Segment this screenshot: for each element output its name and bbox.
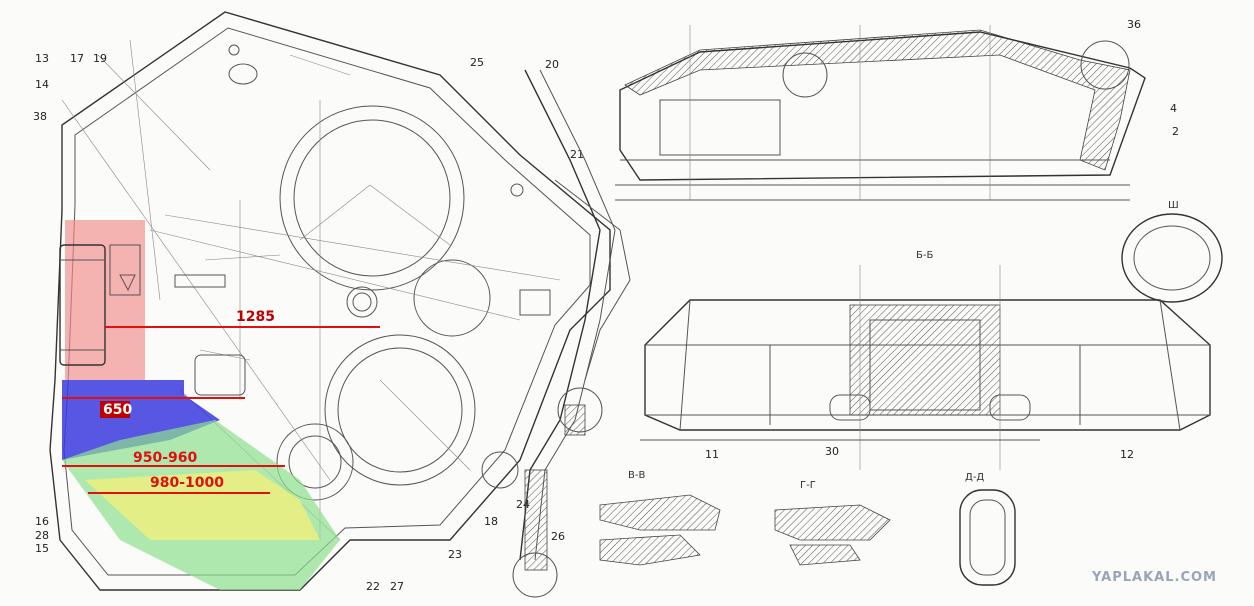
commander-hatch-inner — [293, 119, 451, 277]
top-detail-circle — [782, 52, 828, 98]
callout-13: 13 — [35, 52, 49, 65]
section-details: В-В Г-Г Д-Д — [599, 470, 1016, 586]
callout-18: 18 — [484, 515, 498, 528]
callout-38: 38 — [33, 110, 47, 123]
callout-26: 26 — [551, 530, 565, 543]
sight-inner — [288, 435, 342, 489]
label-650: 650 — [103, 402, 132, 418]
detail-sh-view: Ш — [1121, 200, 1223, 303]
callout-22: 22 — [366, 580, 380, 593]
gunner-hatch-circle — [324, 334, 476, 486]
label-g-g: Г-Г — [800, 480, 816, 491]
commander-hatch-circle — [279, 105, 465, 291]
turret-inner-outline — [63, 27, 591, 576]
gunner-hatch-inner — [337, 347, 463, 473]
label-950-960: 950-960 — [133, 450, 198, 466]
small-port — [346, 286, 378, 318]
label-650-bg — [100, 401, 130, 418]
callout-11: 11 — [705, 448, 719, 461]
label-b-b: Б-Б — [916, 250, 933, 261]
zone-yellow — [85, 470, 320, 540]
callout-4: 4 — [1170, 102, 1177, 115]
dimension-labels: 1285 650 950-960 980-1000 — [100, 309, 275, 491]
callout-16: 16 — [35, 515, 49, 528]
callout-25: 25 — [470, 56, 484, 69]
callout-20: 20 — [545, 58, 559, 71]
label-v-v: В-В — [628, 470, 645, 481]
dim-box — [174, 274, 226, 288]
label-1285: 1285 — [236, 309, 275, 325]
callout-15: 15 — [35, 542, 49, 555]
callout-28: 28 — [35, 529, 49, 542]
front-view: Б-Б 12 11 30 — [640, 250, 1211, 470]
turret-outline — [49, 11, 611, 591]
label-980-1000: 980-1000 — [150, 475, 224, 491]
callout-17: 17 — [70, 52, 84, 65]
callout-23: 23 — [448, 548, 462, 561]
inner-box — [194, 354, 246, 396]
callout-2: 2 — [1172, 125, 1179, 138]
bolt-hole-top — [228, 44, 240, 56]
sight-circle — [276, 423, 354, 501]
small-port-inner — [352, 292, 372, 312]
top-lug — [228, 63, 258, 85]
label-sh: Ш — [1168, 200, 1179, 211]
periscope-tube — [59, 244, 141, 366]
bolt-hole — [510, 183, 524, 197]
callout-12: 12 — [1120, 448, 1134, 461]
callout-14: 14 — [35, 78, 49, 91]
callout-36: 36 — [1127, 18, 1141, 31]
side-elevation-view: 36 4 2 — [615, 18, 1179, 201]
zone-blue-wedge — [62, 395, 220, 460]
rear-lug-circle — [1080, 40, 1130, 90]
callout-27: 27 — [390, 580, 404, 593]
label-d-d: Д-Д — [965, 472, 984, 483]
roof-plate — [624, 29, 1131, 171]
side-profile-view — [481, 69, 631, 598]
callout-19: 19 — [93, 52, 107, 65]
dimension-lines — [62, 326, 380, 494]
right-port — [413, 259, 491, 337]
watermark: YAPLAKAL.COM — [1091, 570, 1217, 585]
callout-30: 30 — [825, 445, 839, 458]
